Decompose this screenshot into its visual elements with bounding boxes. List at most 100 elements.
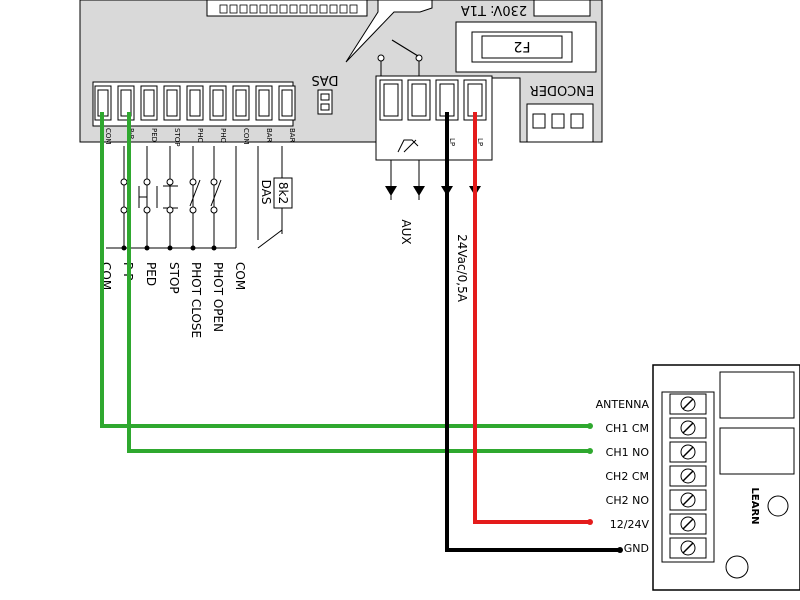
switch-contact: [143, 178, 151, 186]
fuse-f2: F2: [455, 21, 597, 73]
callout-bubble: [345, 0, 433, 63]
junction-dot: [144, 245, 150, 251]
lamp-rating: 24Vac/0,5A: [455, 234, 469, 303]
top-connector-pin: [249, 4, 258, 14]
receiver-terminal: [669, 465, 707, 487]
relay-terminal: [407, 79, 431, 121]
das-jumper-label: DAS: [312, 72, 339, 87]
wire-end-ch1cm: [587, 423, 593, 429]
relay-terminal: [379, 79, 403, 121]
junction-dot: [211, 245, 217, 251]
receiver-pin-label: 12/24V: [610, 518, 650, 531]
switch-contact: [166, 206, 174, 214]
terminal-label: STOP: [173, 128, 181, 146]
top-connector-pin: [269, 4, 278, 14]
wire-green-pp: [127, 112, 590, 453]
relay-switch-symbol: [377, 39, 423, 76]
top-connector-pin: [259, 4, 268, 14]
top-connector-pin: [229, 4, 238, 14]
receiver-pin-label: CH1 CM: [605, 422, 649, 435]
wire-end-gnd: [617, 547, 623, 553]
switch-contact: [189, 178, 197, 186]
learn-label: LEARN: [749, 487, 760, 524]
wire-end-supply: [587, 519, 593, 525]
input-circuit: [106, 146, 237, 249]
input-label: PHOT CLOSE: [189, 262, 203, 338]
switch-contact: [120, 206, 128, 214]
input-terminal: PHC: [186, 85, 204, 142]
input-terminal: PED: [140, 85, 158, 142]
top-connector-pin: [309, 4, 318, 14]
switch-contact: [143, 206, 151, 214]
switch-contact: [210, 178, 218, 186]
receiver-pin-label: CH1 NO: [606, 446, 650, 459]
top-connector-pin: [299, 4, 308, 14]
relay-terminal-label: LP: [476, 138, 484, 146]
receiver-pin-labels: ANTENNA CH1 CM CH1 NO CH2 CM CH2 NO 12/24V GND: [596, 398, 650, 555]
switch-contact: [189, 206, 197, 214]
input-terminal: BAR: [278, 85, 296, 143]
receiver-terminal: [669, 417, 707, 439]
relay-terminal-block: LP LP: [375, 75, 493, 161]
top-connector-pin: [219, 4, 228, 14]
top-right-box: [533, 0, 591, 17]
switch-contact: [120, 178, 128, 186]
receiver-terminal: [669, 441, 707, 463]
top-connector-pin: [329, 4, 338, 14]
das-jumper: DAS: [312, 72, 339, 115]
wire-green-com: [100, 112, 590, 428]
aux-outputs: AUX 24Vac/0,5A: [385, 160, 481, 303]
input-terminal: COM: [232, 85, 250, 144]
top-connector-pin: [239, 4, 248, 14]
top-connector-pin: [289, 4, 298, 14]
input-terminal: BAR: [255, 85, 273, 143]
receiver-terminal: [669, 537, 707, 559]
das-safety-edge: DAS 8k2: [257, 146, 293, 249]
aux-label: AUX: [399, 219, 413, 244]
receiver-module: LEARN: [652, 364, 800, 591]
receiver-pin-label: CH2 NO: [606, 494, 650, 507]
top-connector-pin: [349, 4, 358, 14]
encoder-label: ENCODER: [530, 82, 595, 97]
wire-ends: [587, 423, 623, 553]
terminal-label: COM: [242, 128, 250, 144]
wire-end-ch1no: [587, 448, 593, 454]
wire-black-gnd: [445, 112, 620, 552]
encoder-connector: ENCODER: [526, 82, 595, 143]
top-connector: [206, 0, 368, 17]
top-connector-pin: [279, 4, 288, 14]
input-terminal: PHO: [209, 85, 227, 143]
wires: [100, 112, 620, 552]
receiver-terminal: [669, 513, 707, 535]
receiver-terminal: [669, 489, 707, 511]
receiver-pin-label: CH2 CM: [605, 470, 649, 483]
terminal-label: PHC: [196, 128, 204, 142]
input-label: PED: [144, 262, 158, 286]
terminal-label: PED: [150, 128, 158, 142]
wire-red-supply: [473, 112, 590, 524]
relay-terminal-label: LP: [448, 138, 456, 146]
resistor-text: 8k2: [276, 182, 290, 204]
terminal-label: PHO: [219, 128, 227, 143]
junction-dot: [167, 245, 173, 251]
receiver-pin-label: ANTENNA: [596, 398, 650, 411]
fuse-label: F2: [514, 38, 531, 54]
receiver-terminal: [669, 393, 707, 415]
top-connector-pin: [319, 4, 328, 14]
switch-contact: [210, 206, 218, 214]
fuse-rating: 230V: T1A: [461, 2, 527, 17]
terminal-label: COM: [104, 128, 112, 144]
input-label: STOP: [167, 262, 181, 294]
input-label: PHOT OPEN: [211, 262, 225, 332]
switch-contact: [166, 178, 174, 186]
top-connector-pin: [339, 4, 348, 14]
junction-dot: [121, 245, 127, 251]
terminal-label: BAR: [288, 128, 296, 143]
receiver-pin-label: GND: [624, 542, 649, 555]
input-label: COM: [233, 262, 247, 290]
input-terminal: STOP: [163, 85, 181, 146]
junction-dot: [190, 245, 196, 251]
